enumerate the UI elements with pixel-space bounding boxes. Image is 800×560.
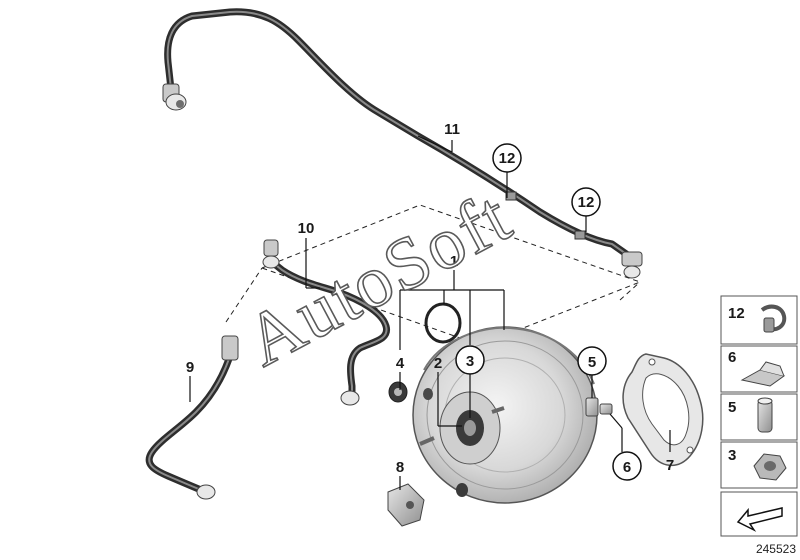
svg-text:12: 12: [728, 305, 745, 322]
callout-12-second: 12: [578, 194, 595, 211]
side-item-12[interactable]: 12: [720, 295, 798, 345]
spring-clip-icon: [740, 361, 786, 387]
side-item-5[interactable]: 5: [720, 393, 798, 441]
pin-part-5: [585, 397, 613, 417]
vacuum-hose-9: [145, 335, 239, 500]
callout-5: 5: [588, 354, 596, 371]
svg-text:5: 5: [728, 399, 736, 416]
callout-6: 6: [623, 459, 631, 476]
callout-9: 9: [186, 359, 194, 376]
callout-5-circle: [577, 346, 607, 376]
callout-8: 8: [396, 459, 404, 476]
pin-icon: [757, 397, 773, 433]
o-ring-seal: [424, 302, 462, 344]
callout-3-circle: [455, 345, 485, 375]
hose-end-fitting-10-top: [262, 239, 280, 269]
callout-4: 4: [396, 355, 405, 372]
hose-clamp-icon: [760, 304, 787, 333]
callout-12-circle: [571, 187, 601, 217]
hex-nut-icon: [753, 453, 787, 481]
svg-text:6: 6: [728, 349, 736, 366]
side-parts-panel: 12 6 5 3: [720, 295, 798, 537]
nav-back-button[interactable]: [720, 491, 798, 537]
callouts: 11 12 12 10 1 4 2 3 5 6 7 8 9: [186, 121, 674, 481]
hose-clamp-marker: [574, 230, 586, 240]
callout-6-circle: [612, 451, 642, 481]
hose-clamp-marker: [505, 191, 517, 201]
assembly-dashed-outline: [225, 204, 642, 346]
gasket-part-7: [622, 353, 704, 466]
brake-booster: [412, 326, 598, 504]
hose-elbow-fitting-top: [162, 83, 187, 111]
callout-12-first: 12: [499, 150, 516, 167]
grommet-part-4: [388, 381, 433, 403]
side-item-6[interactable]: 6: [720, 345, 798, 393]
bracket-part-8: [387, 483, 425, 527]
hose-tee-connector: [221, 335, 239, 361]
svg-text:3: 3: [728, 447, 736, 464]
callout-10: 10: [298, 220, 315, 237]
arrow-back-icon: [736, 507, 783, 532]
side-item-3[interactable]: 3: [720, 441, 798, 489]
hose-end-fitting-9: [196, 484, 216, 500]
callout-2: 2: [434, 355, 442, 372]
grommet-bottom: [456, 483, 468, 497]
hose-end-fitting-10-bottom: [340, 390, 360, 406]
vacuum-hose-11: [162, 8, 643, 279]
callout-11: 11: [444, 121, 460, 138]
callout-3: 3: [466, 353, 474, 370]
callout-1: 1: [450, 253, 458, 270]
hose-end-fitting-right: [621, 251, 643, 279]
vacuum-hose-10: [262, 239, 391, 406]
callout-7: 7: [666, 457, 674, 474]
diagram-reference-number: 245523: [756, 542, 796, 556]
leader-lines: [189, 135, 671, 490]
callout-12-circle: [492, 143, 522, 173]
